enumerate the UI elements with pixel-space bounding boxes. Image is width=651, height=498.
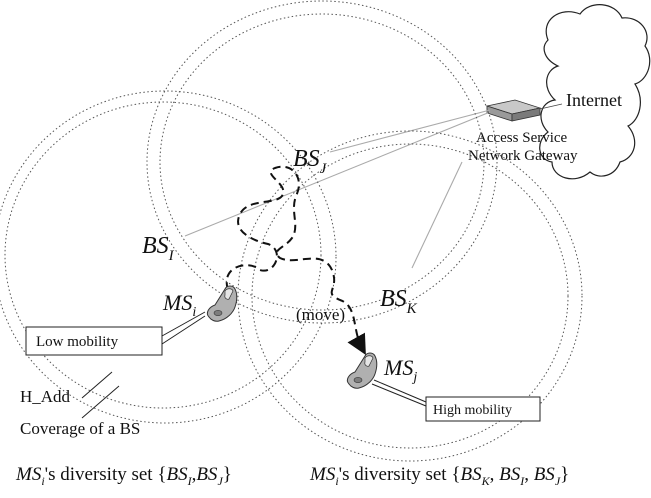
bs-i-label: BSI [142, 233, 175, 264]
high-mobility-pointer-b [371, 383, 427, 407]
bs-j-label: BSJ [293, 146, 328, 177]
mobile-station-j-icon [346, 352, 378, 389]
low-mobility-pointer-a [161, 311, 206, 337]
link-bs-i [184, 111, 491, 237]
high-mobility-pointer-a [373, 379, 427, 403]
caption-right: MSi's diversity set {BSK, BSI, BSJ} [309, 464, 569, 488]
gateway-device-icon [485, 99, 563, 122]
coverage-pointer [81, 385, 120, 419]
internet-cloud [539, 4, 651, 180]
movement-path [225, 165, 366, 355]
bs-k-label: BSK [380, 286, 418, 317]
high-mobility-box [425, 396, 541, 422]
bs-j-coverage-outer [146, 0, 498, 324]
link-bs-k [411, 161, 463, 269]
ms-i-label: MSi [162, 290, 196, 320]
coverage-label: Coverage of a BS [20, 419, 140, 438]
low-mobility-pointer-b [161, 315, 206, 345]
gateway-label-line1: Access Service [476, 130, 568, 146]
bs-i-coverage-inner [4, 101, 322, 409]
h-add-label: H_Add [20, 387, 71, 406]
internet-label: Internet [566, 90, 622, 110]
mobile-station-i-icon [206, 285, 238, 322]
ms-j-label: MSj [383, 355, 417, 385]
bs-i-coverage-outer [0, 90, 337, 424]
caption-left: MSi's diversity set {BSI,BSJ} [15, 464, 232, 488]
low-mobility-box [25, 326, 163, 356]
h-add-pointer [81, 371, 113, 399]
high-mobility-label: High mobility [433, 403, 512, 418]
link-bs-j [329, 109, 491, 153]
move-label: (move) [296, 305, 345, 324]
bs-j-coverage-inner [159, 13, 485, 311]
gateway-label-line2: Network Gateway [468, 148, 578, 164]
coverage-circles [0, 0, 583, 462]
bs-k-coverage-outer [237, 130, 583, 462]
low-mobility-label: Low mobility [36, 334, 119, 350]
bs-k-coverage-inner [251, 143, 569, 449]
